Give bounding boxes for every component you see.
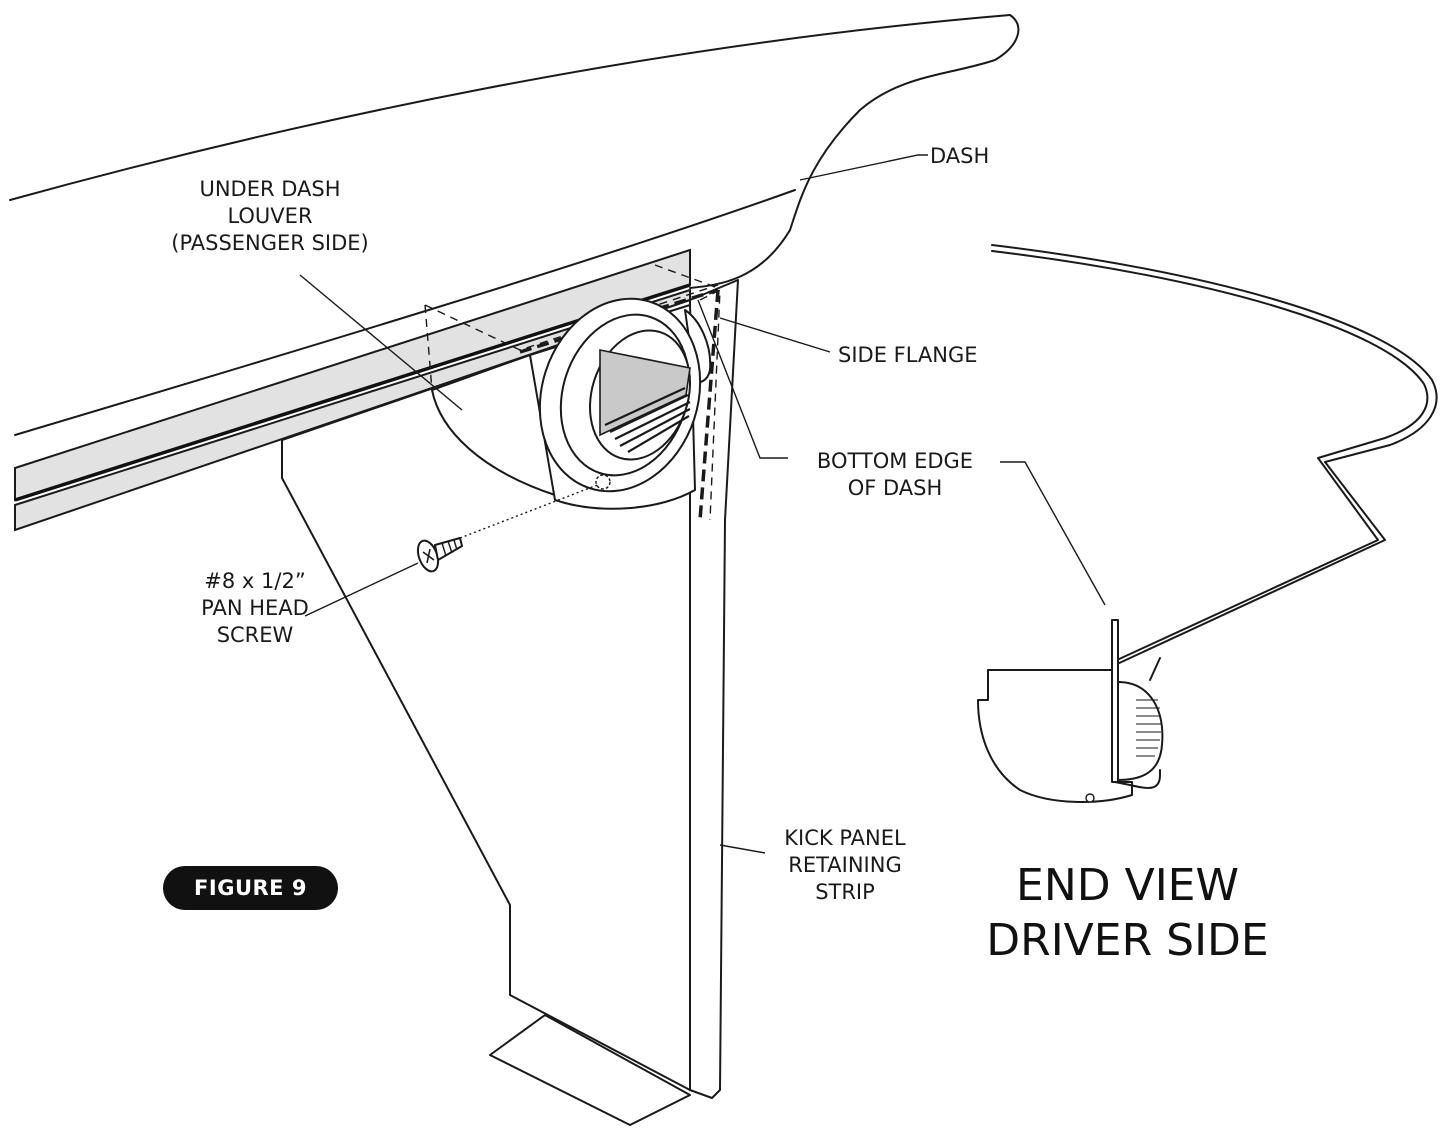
end-view-louver xyxy=(977,619,1164,803)
leader-bottom-edge xyxy=(697,299,788,459)
leader-retaining-strip xyxy=(719,844,766,854)
figure-badge: FIGURE 9 xyxy=(163,866,338,910)
label-under-dash-louver: UNDER DASH LOUVER (PASSENGER SIDE) xyxy=(171,177,369,255)
louver-vent xyxy=(538,297,702,493)
kick-panel-retaining-strip xyxy=(689,279,739,1099)
leader-screw xyxy=(304,562,419,617)
leader-side-flange xyxy=(719,317,831,353)
label-bottom-edge-of-dash: BOTTOM EDGE OF DASH xyxy=(816,449,974,500)
end-view-outline xyxy=(991,244,1438,666)
dash-outline xyxy=(9,14,1020,436)
label-pan-head-screw: #8 x 1/2” PAN HEAD SCREW xyxy=(201,569,309,647)
leader-louver xyxy=(299,274,463,411)
end-view-title: END VIEW DRIVER SIDE xyxy=(986,860,1269,966)
pan-head-screw xyxy=(416,483,601,573)
leader-dash xyxy=(799,154,928,181)
label-dash: DASH xyxy=(930,144,990,168)
leader-end-view xyxy=(1000,461,1106,606)
label-kick-panel-retaining-strip: KICK PANEL RETAINING STRIP xyxy=(784,826,906,904)
leader-lines xyxy=(299,154,1106,854)
label-side-flange: SIDE FLANGE xyxy=(838,343,978,367)
